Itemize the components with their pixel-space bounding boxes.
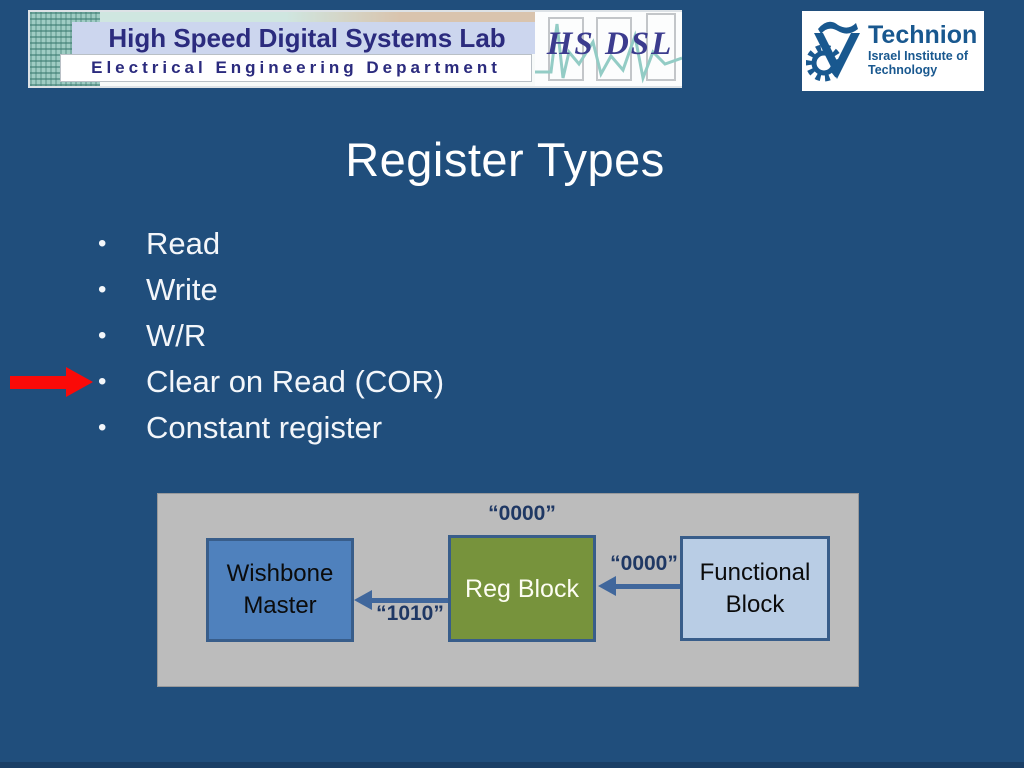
bullet-item-read: •Read (98, 226, 221, 261)
reg-block-value-label: “0000” (488, 502, 556, 525)
bullet-item-wr: •W/R (98, 318, 207, 353)
highlight-arrow-shaft (10, 376, 68, 389)
arrow-functional-to-reg-shaft (614, 584, 680, 589)
functional-block: Functional Block (680, 536, 830, 641)
wishbone-master-block: Wishbone Master (206, 538, 354, 642)
bullet-dot: • (98, 230, 107, 257)
bullet-item-constant-register: •Constant register (98, 410, 383, 445)
register-block-diagram: Wishbone Master Reg Block Functional Blo… (157, 493, 859, 687)
functional-block-label-line2: Block (725, 590, 785, 618)
slide-title: Register Types (345, 133, 665, 186)
bottom-edge-strip (0, 762, 1024, 768)
bullet-item-write: •Write (98, 272, 218, 307)
bullet-dot: • (98, 414, 107, 441)
bullet-dot: • (98, 322, 107, 349)
lab-acronym: HS DSL (546, 26, 674, 62)
technion-subtitle-1: Israel Institute of (868, 49, 969, 63)
functional-to-reg-value-label: “0000” (610, 552, 678, 575)
bullet-list: •Read •Write •W/R •Clear on Read (COR) •… (96, 221, 444, 451)
highlight-arrow-icon (10, 367, 94, 397)
technion-name: Technion (868, 21, 978, 49)
bullet-dot: • (98, 368, 107, 395)
reg-to-master-value-label: “1010” (376, 602, 444, 625)
technion-emblem-icon (806, 21, 860, 82)
arrow-reg-to-master-shaft (370, 598, 448, 603)
bullet-item-clear-on-read: •Clear on Read (COR) (98, 364, 445, 399)
wishbone-master-label-line1: Wishbone (226, 560, 334, 587)
highlight-arrow-head (66, 367, 93, 397)
functional-block-label-line1: Functional (699, 558, 811, 586)
technion-logo: Technion Israel Institute of Technology (802, 11, 984, 91)
wishbone-master-label-line2: Master (243, 592, 317, 619)
lab-name: High Speed Digital Systems Lab (72, 22, 542, 54)
reg-block: Reg Block (448, 535, 596, 642)
lab-logo: HS DSL (535, 12, 682, 86)
department-name: Electrical Engineering Department (60, 54, 532, 82)
arrow-reg-to-master-icon (354, 590, 372, 610)
technion-wordmark: Technion Israel Institute of Technology (868, 21, 977, 77)
waveform-icon (535, 13, 682, 84)
reg-block-label: Reg Block (465, 574, 579, 603)
arrow-functional-to-reg-icon (598, 576, 616, 596)
lab-banner: High Speed Digital Systems Lab Electrica… (28, 10, 682, 88)
bullet-dot: • (98, 276, 107, 303)
technion-subtitle-2: Technology (868, 63, 938, 77)
